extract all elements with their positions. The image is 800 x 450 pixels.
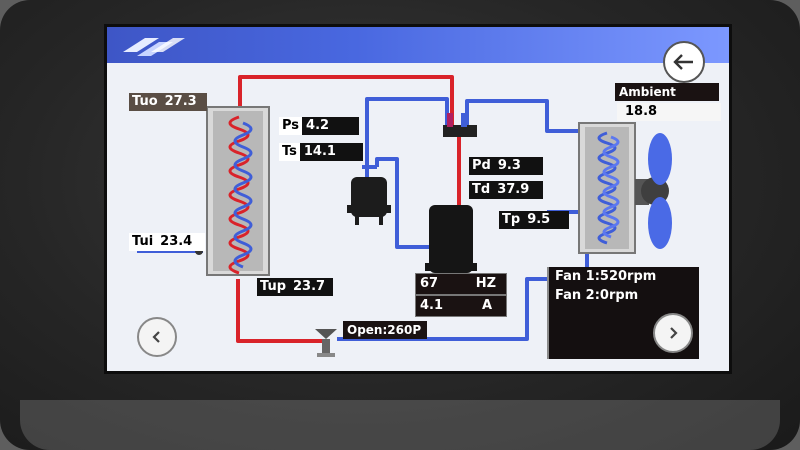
compressor-current-box: 4.1 A bbox=[415, 295, 507, 317]
fan-1-status: Fan 1:520rpm bbox=[555, 269, 657, 284]
ps-value: 4.2 bbox=[302, 117, 359, 135]
device-base bbox=[20, 400, 780, 450]
title-bar bbox=[107, 27, 729, 63]
ts-readout: Ts 14.1 bbox=[279, 143, 363, 161]
current-value: 4.1 bbox=[420, 298, 444, 313]
touch-screen: Tuo 27.3 Tui 23.4 Tup 23.7 Ps 4.2 Ts 14.… bbox=[104, 24, 732, 374]
compressor-frequency-box: 67 HZ bbox=[415, 273, 507, 295]
ps-key: Ps bbox=[279, 117, 303, 135]
back-arrow-icon bbox=[673, 54, 693, 70]
fan-icon bbox=[635, 133, 672, 249]
tp-value: 9.5 bbox=[523, 211, 569, 229]
prev-page-icon bbox=[152, 331, 160, 343]
expansion-valve-opening: Open:260P bbox=[343, 321, 427, 339]
tup-readout: Tup 23.7 bbox=[257, 278, 333, 296]
prev-page-button[interactable] bbox=[137, 317, 177, 357]
ts-value: 14.1 bbox=[299, 143, 363, 161]
tp-key: Tp bbox=[499, 211, 524, 229]
indoor-heat-exchanger bbox=[206, 106, 270, 276]
ts-key: Ts bbox=[279, 143, 300, 161]
td-key: Td bbox=[469, 181, 494, 199]
pd-key: Pd bbox=[469, 157, 494, 175]
ambient-temp-label: Ambient Temp. bbox=[615, 83, 719, 117]
frequency-value: 67 bbox=[420, 276, 439, 291]
next-page-button[interactable] bbox=[653, 313, 693, 353]
tup-value: 23.7 bbox=[289, 278, 333, 296]
outdoor-heat-exchanger bbox=[578, 122, 636, 254]
accumulator-icon bbox=[347, 177, 391, 225]
fan-2-status: Fan 2:0rpm bbox=[555, 288, 639, 303]
ps-readout: Ps 4.2 bbox=[279, 117, 359, 135]
current-unit: A bbox=[481, 298, 492, 313]
pd-value: 9.3 bbox=[493, 157, 543, 175]
four-way-valve-icon bbox=[443, 113, 477, 137]
tup-key: Tup bbox=[257, 278, 289, 296]
td-readout: Td 37.9 bbox=[469, 181, 543, 199]
compressor-icon bbox=[425, 205, 477, 273]
tuo-value: 27.3 bbox=[160, 93, 207, 111]
ambient-temp-value: 18.8 bbox=[617, 103, 721, 121]
refrigerant-circuit-diagram bbox=[137, 75, 672, 357]
logo-icon bbox=[123, 38, 185, 56]
frequency-unit: HZ bbox=[475, 276, 496, 291]
tui-value: 23.4 bbox=[156, 233, 205, 251]
back-button[interactable] bbox=[663, 41, 705, 83]
tui-readout: Tui 23.4 bbox=[129, 233, 205, 251]
next-page-icon bbox=[670, 327, 678, 339]
tui-key: Tui bbox=[129, 233, 157, 251]
pd-readout: Pd 9.3 bbox=[469, 157, 543, 175]
tp-readout: Tp 9.5 bbox=[499, 211, 569, 229]
td-value: 37.9 bbox=[493, 181, 543, 199]
expansion-valve-icon bbox=[315, 329, 337, 357]
tuo-readout: Tuo 27.3 bbox=[129, 93, 207, 111]
tuo-key: Tuo bbox=[129, 93, 161, 111]
